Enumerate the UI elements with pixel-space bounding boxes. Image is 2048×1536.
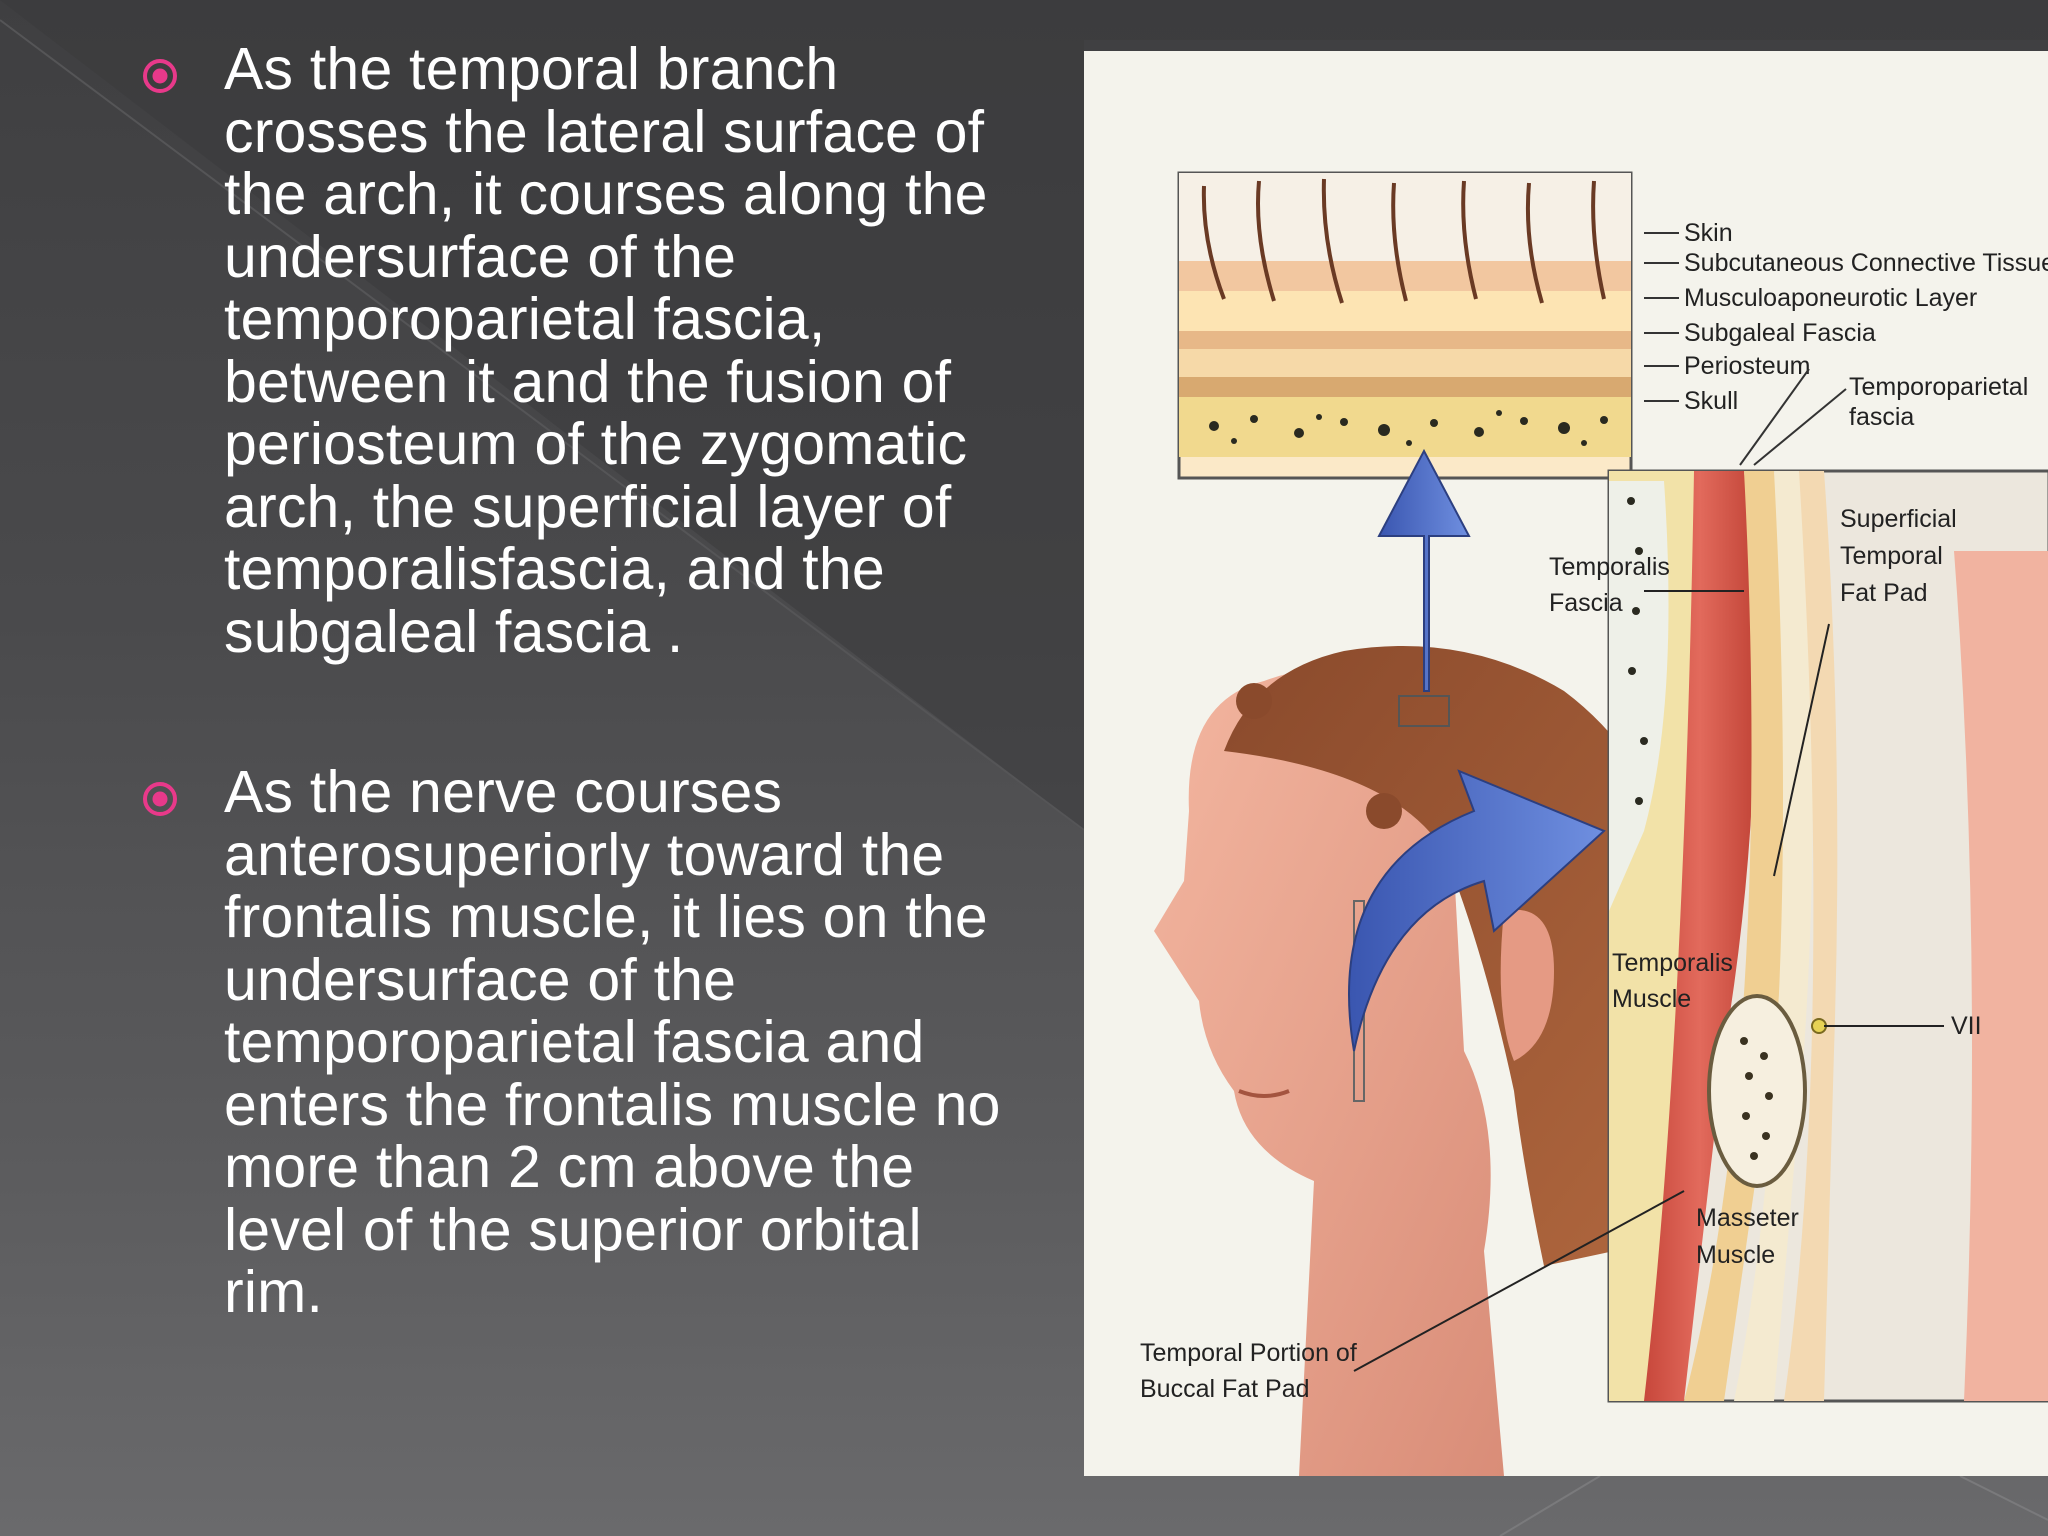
label-temporoparietal: Temporoparietal <box>1849 373 2028 401</box>
label-temporalis-fascia-2: Fascia <box>1549 589 1623 617</box>
bullet-list: As the temporal branch crosses the later… <box>140 38 1080 1422</box>
label-nerve-vii: VII <box>1951 1012 1982 1040</box>
cross-section-panel: Temporalis Fascia Superficial Temporal F… <box>1353 469 2048 1403</box>
label-temporalis-fascia: Temporalis <box>1549 553 1670 581</box>
label-superficial-fat-pad-2: Temporal <box>1840 542 1943 570</box>
label-superficial-fat-pad: Superficial <box>1840 505 1957 533</box>
label-buccal-fat-pad-2: Buccal Fat Pad <box>1140 1375 1310 1403</box>
label-skin: Skin <box>1684 219 1733 247</box>
label-masseter-muscle: Masseter <box>1696 1204 1799 1232</box>
bullet-text: As the nerve courses anterosuperiorly to… <box>224 759 1001 1325</box>
anatomy-figure: Skin Subcutaneous Connective Tissue Musc… <box>1084 51 2048 1476</box>
label-superficial-fat-pad-3: Fat Pad <box>1840 579 1928 607</box>
label-masseter-muscle-2: Muscle <box>1696 1241 1775 1269</box>
bullet-item: As the nerve courses anterosuperiorly to… <box>140 761 1080 1324</box>
curved-arrow <box>1348 769 1606 1052</box>
label-buccal-fat-pad: Temporal Portion of <box>1140 1339 1357 1367</box>
label-musculoaponeurotic: Musculoaponeurotic Layer <box>1684 284 1977 312</box>
bullet-dot-icon <box>143 59 177 93</box>
scalp-layers-inset: Skin Subcutaneous Connective Tissue Musc… <box>1177 171 2048 480</box>
bullet-dot-icon <box>143 782 177 816</box>
up-arrow <box>1377 448 1471 692</box>
label-subgaleal: Subgaleal Fascia <box>1684 319 1876 347</box>
label-skull: Skull <box>1684 387 1738 415</box>
bullet-item: As the temporal branch crosses the later… <box>140 38 1080 663</box>
label-subcutaneous: Subcutaneous Connective Tissue <box>1684 249 2048 277</box>
label-temporalis-muscle: Temporalis <box>1612 949 1733 977</box>
label-temporoparietal-2: fascia <box>1849 403 1914 431</box>
bullet-text: As the temporal branch crosses the later… <box>224 36 988 665</box>
label-periosteum: Periosteum <box>1684 352 1810 380</box>
label-temporalis-muscle-2: Muscle <box>1612 985 1691 1013</box>
